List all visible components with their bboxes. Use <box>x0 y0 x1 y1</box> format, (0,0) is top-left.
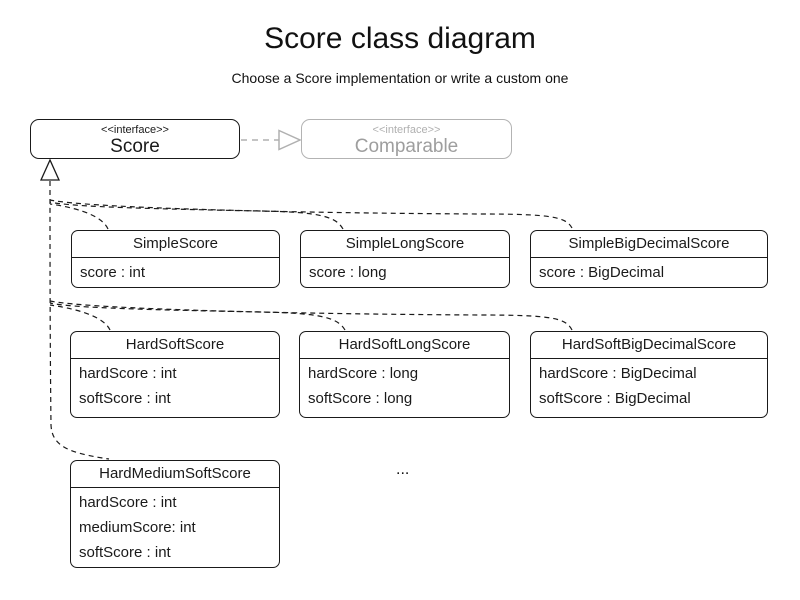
interface-box-comparable: <<interface>> Comparable <box>301 119 512 159</box>
class-attribute: score : int <box>80 264 146 281</box>
class-attribute: hardScore : int <box>79 365 177 382</box>
class-attribute: softScore : int <box>79 390 171 407</box>
class-title: HardSoftScore <box>71 332 279 359</box>
edge-simplebigdecimalscore-score <box>49 199 573 229</box>
edge-hardsoftbigdecimalscore-score <box>49 300 573 331</box>
edge-hardmediumsoftscore-score <box>49 180 110 460</box>
class-box-simplelongscore: SimpleLongScore score : long <box>300 230 510 288</box>
edge-simplescore-score <box>49 203 109 230</box>
class-title: HardSoftBigDecimalScore <box>531 332 767 359</box>
class-attribute: score : long <box>309 264 387 281</box>
realization-arrowhead-score-icon <box>39 158 61 181</box>
class-attribute: softScore : long <box>308 390 413 407</box>
class-title: SimpleScore <box>72 231 279 258</box>
comparable-stereotype: <<interface>> <box>372 124 441 136</box>
class-attribute: hardScore : int <box>79 494 177 511</box>
class-box-hardsoftlongscore: HardSoftLongScore hardScore : long softS… <box>299 331 510 418</box>
comparable-name: Comparable <box>354 136 459 157</box>
class-title: HardSoftLongScore <box>300 332 509 359</box>
interface-box-score: <<interface>> Score <box>30 119 240 159</box>
score-name: Score <box>110 136 160 157</box>
class-title: SimpleBigDecimalScore <box>531 231 767 258</box>
diagram-title: Score class diagram <box>264 22 536 55</box>
class-attribute: hardScore : long <box>308 365 419 382</box>
class-attribute: softScore : int <box>79 544 171 561</box>
class-attribute: mediumScore: int <box>79 519 196 536</box>
class-box-simplescore: SimpleScore score : int <box>71 230 280 288</box>
class-box-hardsoftscore: HardSoftScore hardScore : int softScore … <box>70 331 280 418</box>
score-stereotype: <<interface>> <box>101 124 169 136</box>
class-attribute: score : BigDecimal <box>539 264 665 281</box>
ellipsis-more-implementations: ... <box>396 461 410 478</box>
edge-hardsoftscore-score <box>49 304 111 331</box>
class-attribute: softScore : BigDecimal <box>539 390 691 407</box>
class-box-hardsoftbigdecimalscore: HardSoftBigDecimalScore hardScore : BigD… <box>530 331 768 418</box>
realization-arrowhead-comparable-icon <box>278 129 302 151</box>
class-box-hardmediumsoftscore: HardMediumSoftScore hardScore : int medi… <box>70 460 280 568</box>
class-box-simplebigdecimalscore: SimpleBigDecimalScore score : BigDecimal <box>530 230 768 288</box>
class-attribute: hardScore : BigDecimal <box>539 365 697 382</box>
class-title: HardMediumSoftScore <box>71 461 279 488</box>
diagram-subtitle: Choose a Score implementation or write a… <box>231 70 569 86</box>
class-title: SimpleLongScore <box>301 231 509 258</box>
